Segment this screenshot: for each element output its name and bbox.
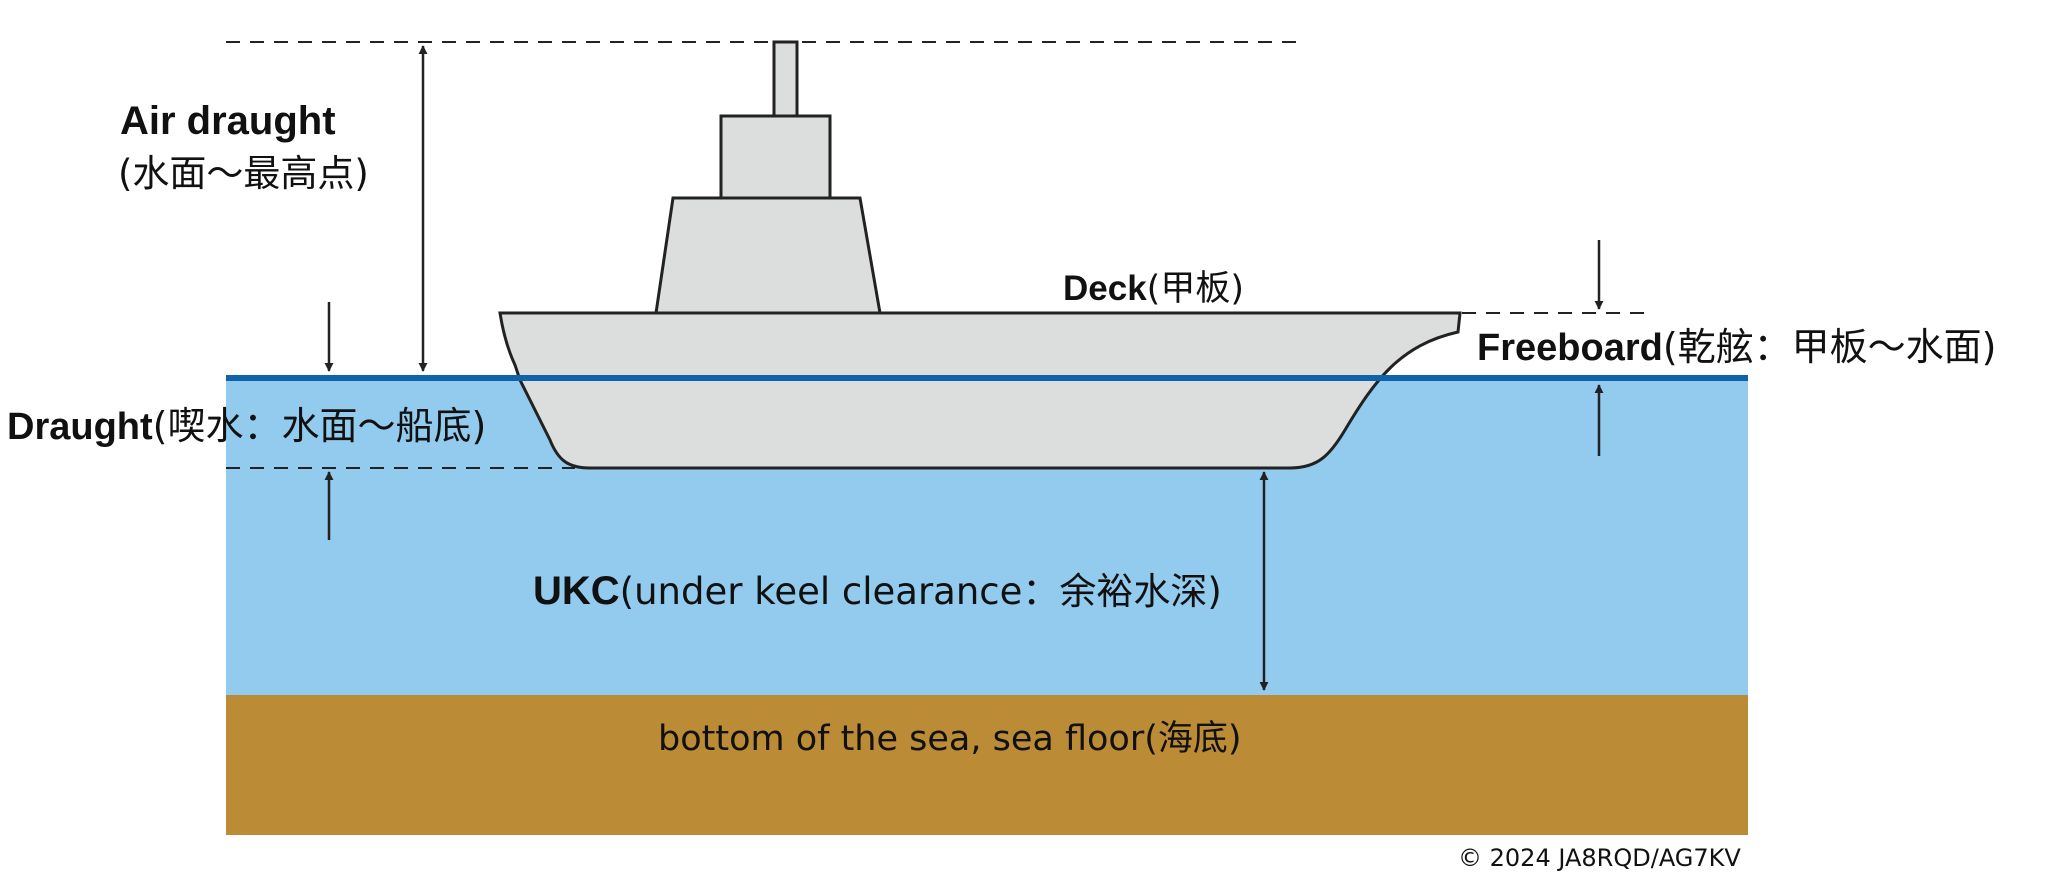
ship-mast xyxy=(772,40,799,119)
freeboard-label-sub: (乾舷：甲板〜水面) xyxy=(1663,325,1997,369)
ukc-label-sub: (under keel clearance：余裕水深) xyxy=(620,570,1222,613)
sea-floor xyxy=(226,695,1748,835)
ship xyxy=(498,40,1462,470)
draught-label-sub: (喫水：水面〜船底) xyxy=(153,404,487,448)
air-draught-sublabel: (水面〜最高点) xyxy=(118,152,369,195)
draught-label: Draught(喫水：水面〜船底) xyxy=(7,404,486,448)
air-draught-label: Air draught xyxy=(120,99,336,143)
sea-floor-label: bottom of the sea, sea floor(海底) xyxy=(658,719,1242,759)
ship-hull xyxy=(498,311,1462,470)
ukc-label: UKC(under keel clearance：余裕水深) xyxy=(533,569,1222,613)
draught-label-main: Draught xyxy=(7,406,153,448)
deck-label: Deck(甲板) xyxy=(1063,269,1244,309)
freeboard-label-main: Freeboard xyxy=(1477,327,1663,369)
copyright-text: © 2024 JA8RQD/AG7KV xyxy=(1458,844,1741,872)
deck-label-main: Deck xyxy=(1063,269,1147,308)
freeboard-label: Freeboard(乾舷：甲板〜水面) xyxy=(1477,325,1996,369)
ship-bridge xyxy=(719,114,832,201)
ship-superstructure xyxy=(654,196,882,315)
waterline xyxy=(226,375,1748,381)
ukc-label-main: UKC xyxy=(533,569,620,613)
deck-label-sub: (甲板) xyxy=(1147,269,1244,309)
